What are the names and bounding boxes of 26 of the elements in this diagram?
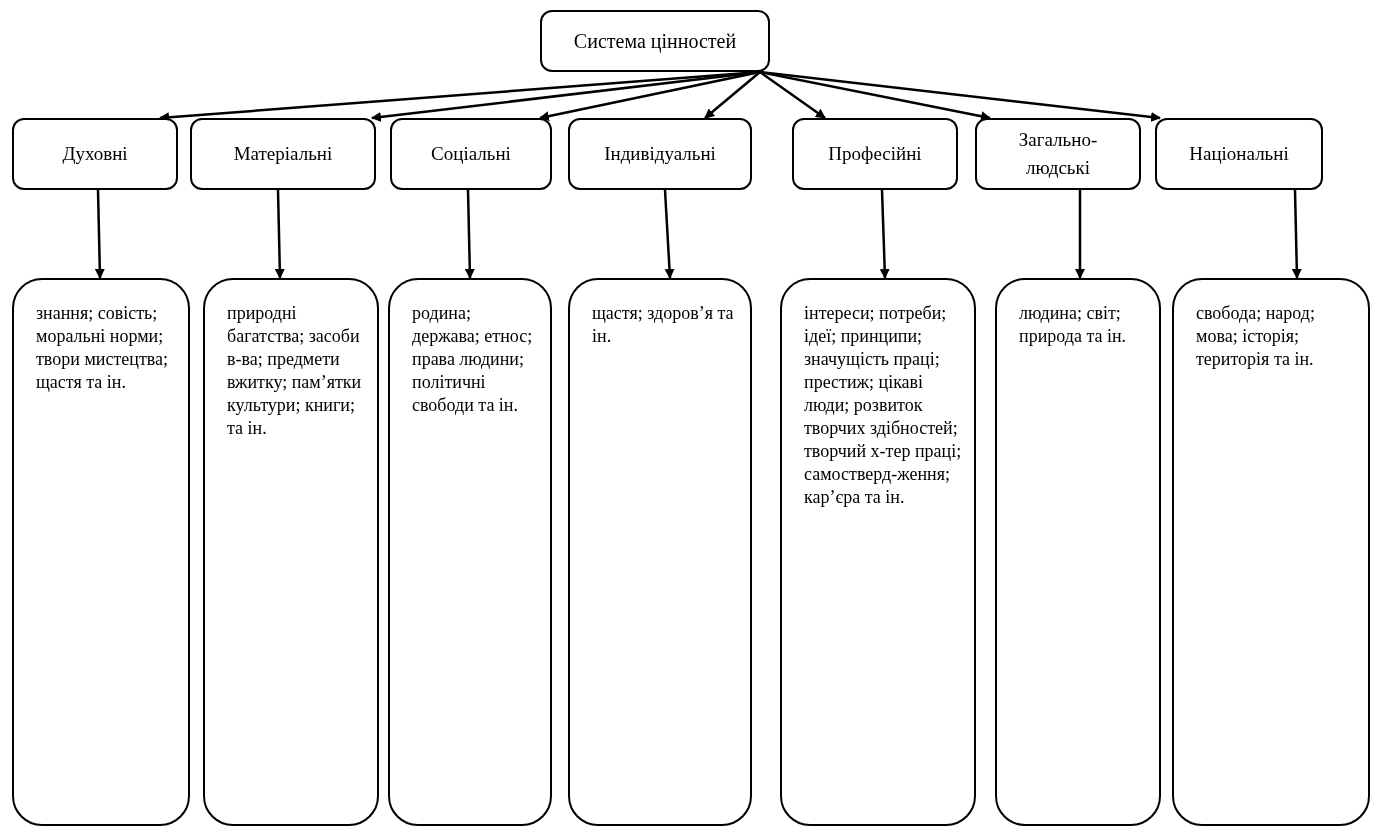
detail-box: щастя; здоров’я та ін. [568,278,752,826]
detail-box: родина; держава; етнос; права людини; політичні свободи та ін. [388,278,552,826]
arrow [759,70,991,122]
arrow [94,189,105,279]
category-box: Соціальні [390,118,552,190]
detail-box: інтереси; потреби; ідеї; принципи; значущість праці; престиж; цікаві люди; розвиток творчих здібностей; творчий х-тер праці; самостверд-ження; кар’єра та ін. [780,278,976,826]
arrow [663,189,675,279]
arrow [1291,189,1302,279]
arrow [704,71,761,119]
arrow [274,189,285,279]
arrow [879,189,890,279]
root-box: Система цінностей [540,10,770,72]
arrow [759,70,1161,122]
arrow [464,189,475,279]
arrow [759,70,826,120]
detail-box: людина; світ; природа та ін. [995,278,1161,826]
detail-box: знання; совість; моральні норми; твори мистецтва; щастя та ін. [12,278,190,826]
category-box: Духовні [12,118,178,190]
category-box: Індивідуальні [568,118,752,190]
category-box: Професійні [792,118,958,190]
detail-box: свобода; народ; мова; історія; територія та ін. [1172,278,1370,826]
category-box: Загально-людські [975,118,1141,190]
arrow [1075,190,1085,279]
category-box: Національні [1155,118,1323,190]
category-box: Матеріальні [190,118,376,190]
detail-box: природні багатства; засоби в-ва; предмети вжитку; пам’ятки культури; книги; та ін. [203,278,379,826]
